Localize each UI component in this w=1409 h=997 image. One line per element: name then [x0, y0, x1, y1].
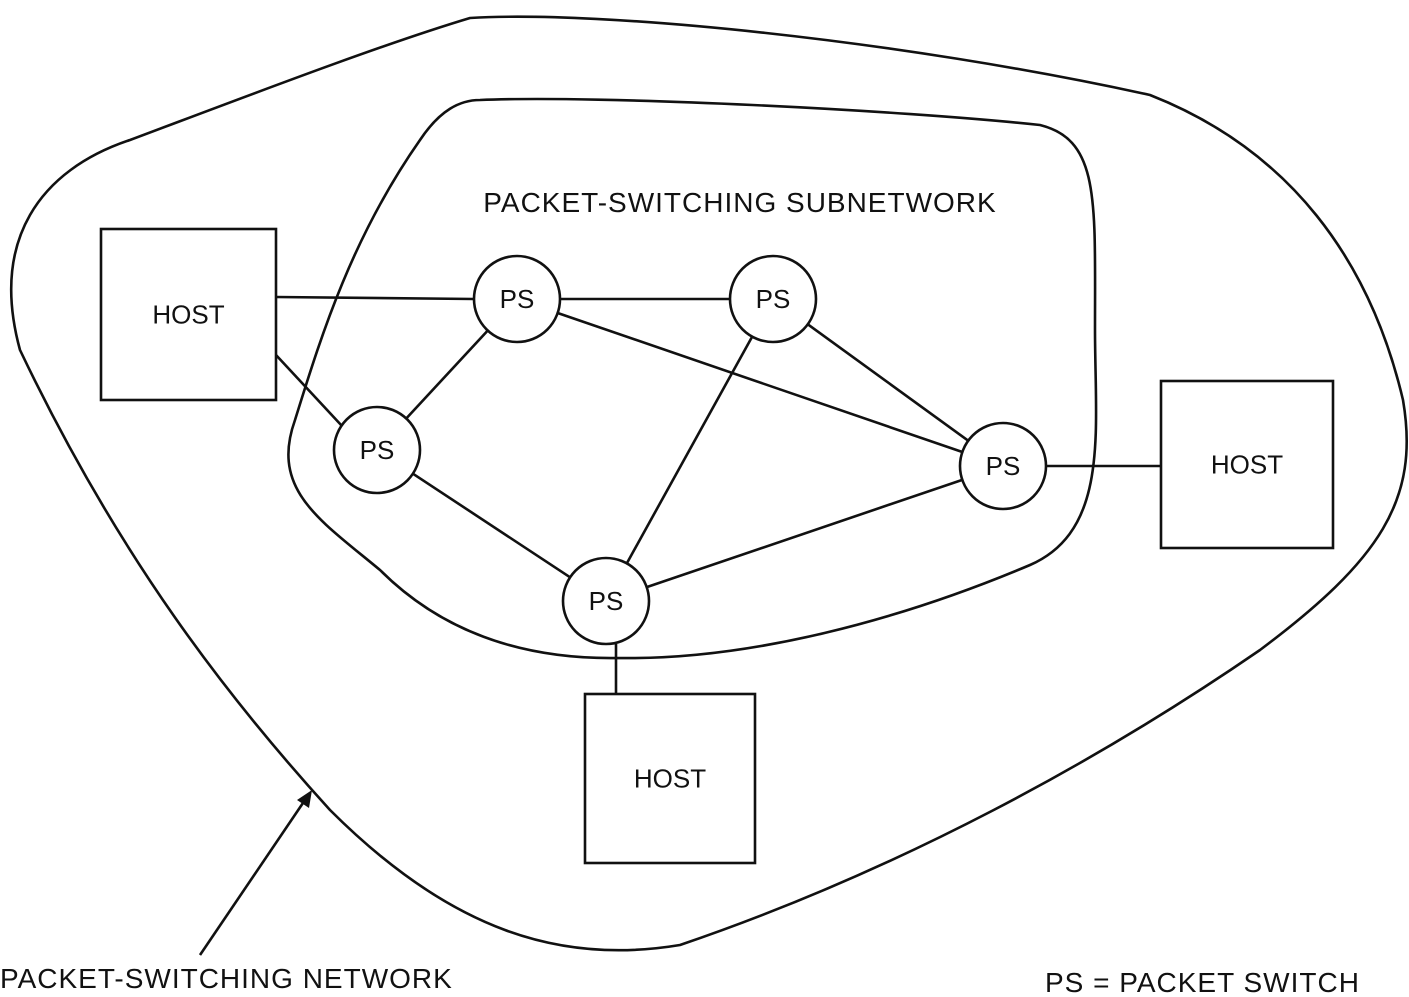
link-ps-top-left-ps-right: [557, 311, 963, 454]
packet-switch-circle: [728, 254, 818, 344]
packet-switch-label: PS: [589, 586, 624, 616]
packet-switch-label: PS: [360, 435, 395, 465]
network-pointer-arrow: [198, 790, 312, 956]
ps-left: PS: [332, 405, 422, 495]
subnetwork-label: PACKET-SWITCHING SUBNETWORK: [483, 187, 996, 218]
link-ps-top-right-ps-right: [807, 323, 969, 442]
link-ps-top-left-ps-left: [405, 329, 489, 420]
packet-switch-circle: [561, 556, 651, 646]
host-label: HOST: [152, 300, 224, 330]
host-label: HOST: [1211, 450, 1283, 480]
ps-right: PS: [958, 421, 1048, 511]
link-host-left-ps-left: [275, 354, 343, 427]
link-ps-left-ps-bottom: [412, 472, 571, 579]
packet-switch-label: PS: [756, 284, 791, 314]
host-label: HOST: [634, 764, 706, 794]
packet-switch-circle: [332, 405, 422, 495]
network-boundary: [10, 15, 1408, 952]
link-host-left-ps-top-left: [275, 295, 475, 301]
host-box: [1159, 379, 1335, 550]
link-ps-top-right-ps-bottom: [625, 336, 754, 564]
host-bottom: HOST: [583, 692, 757, 865]
packet-switch-label: PS: [500, 284, 535, 314]
host-right: HOST: [1159, 379, 1335, 550]
ps-top-left: PS: [472, 254, 562, 344]
host-box: [583, 692, 757, 865]
subnetwork-boundary: [287, 97, 1098, 660]
links: [275, 295, 1161, 694]
ps-bottom: PS: [561, 556, 651, 646]
ps-top-right: PS: [728, 254, 818, 344]
packet-switch-circle: [958, 421, 1048, 511]
packet-switch-label: PS: [986, 451, 1021, 481]
host-left: HOST: [99, 227, 278, 402]
packet-switch-circle: [472, 254, 562, 344]
network-label: PACKET-SWITCHING NETWORK: [0, 963, 453, 994]
legend-label: PS = PACKET SWITCH: [1045, 967, 1360, 997]
link-ps-right-ps-bottom: [646, 478, 963, 589]
host-box: [99, 227, 278, 402]
